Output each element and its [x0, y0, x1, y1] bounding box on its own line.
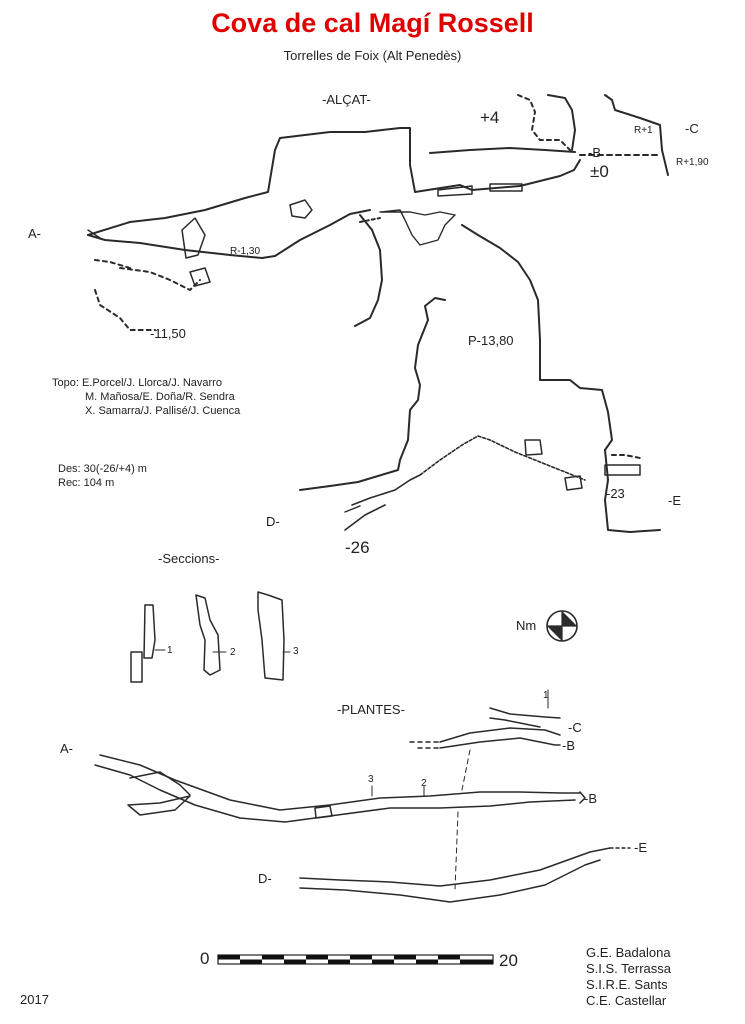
depth-plus-4: +4 — [480, 108, 500, 127]
plan-section-mark-3: 3 — [368, 774, 374, 785]
depth-p-13-80: P-13,80 — [468, 333, 514, 348]
development-rec: Rec: 104 m — [58, 477, 115, 489]
depth-minus-11-50: -11,50 — [150, 326, 186, 341]
point-a-label: A- — [28, 226, 41, 241]
depth-minus-26: -26 — [345, 538, 370, 557]
group-name: S.I.S. Terrassa — [586, 961, 672, 976]
sections-heading: -Seccions- — [158, 551, 220, 566]
plan-view — [94, 689, 631, 903]
point-c-label: -C — [685, 121, 699, 136]
depth-zero: ±0 — [590, 162, 609, 181]
elevation-heading: -ALÇAT- — [322, 92, 371, 107]
map-subtitle: Torrelles de Foix (Alt Penedès) — [283, 48, 462, 63]
scale-bar — [217, 954, 494, 965]
point-e-label: -E — [668, 493, 681, 508]
depth-r-plus-1: R+1 — [634, 125, 653, 136]
north-arrow — [546, 610, 578, 642]
scale-min: 0 — [200, 949, 210, 968]
plan-point-e: -E — [634, 840, 647, 855]
caving-groups: G.E. Badalona S.I.S. Terrassa S.I.R.E. S… — [586, 945, 671, 1009]
depth-minus-23: -23 — [606, 486, 625, 501]
cross-sections — [130, 591, 291, 683]
credits-line: X. Samarra/J. Pallisé/J. Cuenca — [85, 405, 241, 417]
plan-section-mark-1: 1 — [543, 690, 549, 701]
year-label: 2017 — [20, 992, 49, 1007]
plan-point-d: D- — [258, 871, 272, 886]
plan-point-b-upper: -B — [562, 738, 575, 753]
plan-section-mark-2: 2 — [421, 778, 427, 789]
plan-point-a: A- — [60, 741, 73, 756]
credits-line: M. Mañosa/E. Doña/R. Sendra — [85, 391, 235, 403]
section-label-2: 2 — [230, 647, 236, 658]
scale-max: 20 — [499, 951, 518, 970]
section-label-1: 1 — [167, 645, 173, 656]
point-b-label: -B — [588, 145, 601, 160]
depth-r-minus-1-30: R-1,30 — [230, 246, 261, 257]
point-d-label: D- — [266, 514, 280, 529]
cave-development: Des: 30(-26/+4) m Rec: 104 m — [58, 462, 147, 490]
section-label-3: 3 — [293, 646, 299, 657]
group-name: S.I.R.E. Sants — [586, 977, 668, 992]
plan-point-c: -C — [568, 720, 582, 735]
development-des: Des: 30(-26/+4) m — [58, 463, 147, 475]
plan-heading: -PLANTES- — [337, 702, 405, 717]
credits-line: Topo: E.Porcel/J. Llorca/J. Navarro — [52, 377, 222, 389]
group-name: C.E. Castellar — [586, 993, 667, 1008]
map-title: Cova de cal Magí Rossell — [211, 8, 534, 38]
north-label: Nm — [516, 618, 537, 633]
elevation-profile — [87, 94, 669, 533]
plan-point-b-lower: -B — [584, 791, 597, 806]
survey-credits: Topo: E.Porcel/J. Llorca/J. Navarro M. M… — [52, 376, 240, 418]
depth-r-plus-1-90: R+1,90 — [676, 157, 709, 168]
group-name: G.E. Badalona — [586, 945, 671, 960]
